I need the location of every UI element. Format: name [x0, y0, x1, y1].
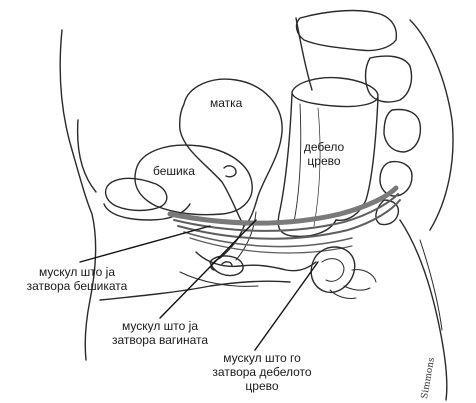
label-colon-line2: црево — [294, 154, 354, 168]
label-bladder-muscle-line1: мускул што ја — [2, 265, 152, 279]
spine-vertebrae — [296, 11, 453, 230]
leader-bladder-muscle — [80, 226, 210, 262]
leader-rectal-muscle — [255, 262, 318, 350]
bladder — [135, 145, 252, 215]
label-vagina-muscle-line2: затвора вагината — [100, 333, 220, 347]
anal-sphincter — [311, 247, 376, 299]
pubic-bone — [106, 178, 167, 210]
label-rectal-muscle-line1: мускул што го — [197, 351, 327, 365]
label-vagina-muscle-line1: мускул што ја — [100, 319, 220, 333]
label-bladder-muscle-line2: затвора бешиката — [2, 279, 152, 293]
label-rectal-muscle-line2: затвора дебелото — [197, 365, 327, 379]
label-rectal-muscle: мускул што го затвора дебелото црево — [197, 351, 327, 393]
leader-vagina-muscle — [160, 220, 256, 318]
label-uterus: матка — [210, 96, 242, 110]
label-colon-line1: дебело — [294, 140, 354, 154]
label-rectal-muscle-line3: црево — [197, 379, 327, 393]
pelvic-floor-muscles — [170, 188, 400, 253]
label-vagina-muscle: мускул што ја затвора вагината — [100, 319, 220, 347]
ureter-opening — [224, 166, 236, 177]
label-bladder: бешика — [153, 164, 195, 178]
label-bladder-muscle: мускул што ја затвора бешиката — [2, 265, 152, 293]
label-colon: дебело црево — [294, 140, 354, 168]
body-outline-front — [60, 30, 95, 360]
